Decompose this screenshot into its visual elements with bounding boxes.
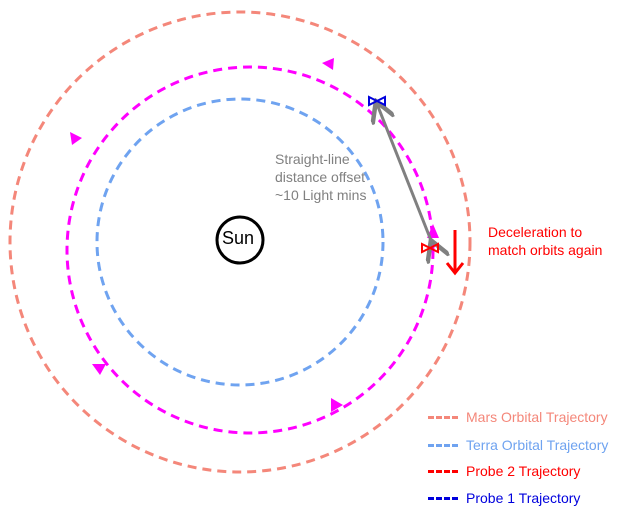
offset-arrow xyxy=(377,104,432,243)
direction-arrow-icon xyxy=(322,58,334,70)
probe-2-icon xyxy=(421,242,439,254)
legend-item-mars: Mars Orbital Trajectory xyxy=(428,409,608,425)
legend-swatch xyxy=(428,469,458,473)
deceleration-note-line: match orbits again xyxy=(488,242,603,258)
legend-swatch xyxy=(428,443,458,447)
direction-arrow-icon xyxy=(92,364,106,375)
deceleration-arrow-icon xyxy=(445,230,465,276)
offset-note-line: ~10 Light mins xyxy=(275,187,367,203)
legend-label: Terra Orbital Trajectory xyxy=(466,437,609,453)
deceleration-note: Deceleration to match orbits again xyxy=(488,223,602,259)
probe-1-icon xyxy=(368,95,386,107)
mars-orbit xyxy=(8,10,472,474)
sun xyxy=(215,215,265,265)
legend-swatch xyxy=(428,496,458,500)
sun-label: Sun xyxy=(222,228,255,248)
legend-swatch xyxy=(428,415,458,419)
legend-item-probe-1: Probe 1 Trajectory xyxy=(428,490,580,506)
direction-arrow-icon xyxy=(331,398,343,412)
direction-arrow-icon xyxy=(70,132,82,145)
offset-note-line: Straight-line xyxy=(275,151,350,167)
legend-label: Probe 1 Trajectory xyxy=(466,490,581,506)
offset-note: Straight-line distance offset ~10 Light … xyxy=(275,150,366,204)
legend-item-terra: Terra Orbital Trajectory xyxy=(428,437,608,453)
legend-label: Mars Orbital Trajectory xyxy=(466,409,608,425)
legend-label: Probe 2 Trajectory xyxy=(466,463,581,479)
deceleration-note-line: Deceleration to xyxy=(488,224,583,240)
legend-item-probe-2: Probe 2 Trajectory xyxy=(428,463,580,479)
offset-note-line: distance offset xyxy=(275,169,366,185)
